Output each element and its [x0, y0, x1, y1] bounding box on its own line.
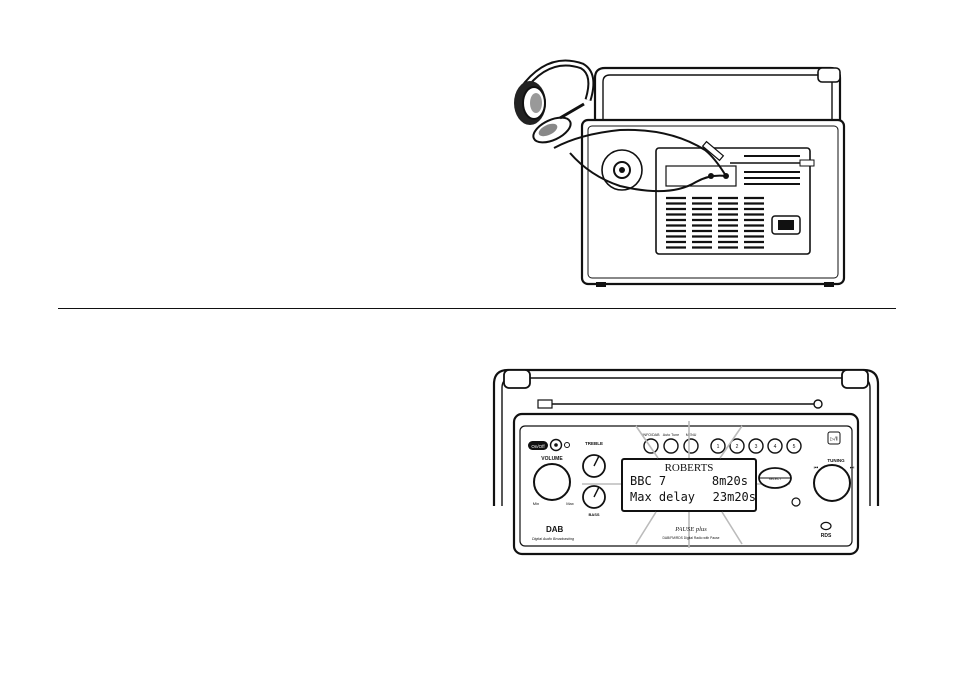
display-flash-rays — [582, 421, 790, 548]
rds-label: RDS — [821, 533, 832, 539]
preset-label-5: 5 — [793, 444, 796, 450]
display-station: BBC 7 — [630, 474, 666, 488]
display-brand: ROBERTS — [665, 462, 714, 474]
select-label: SELECT — [769, 477, 781, 481]
preset-button-2[interactable] — [729, 438, 745, 454]
display-time: 8m20s — [712, 474, 748, 488]
preset-button-1[interactable] — [710, 438, 726, 454]
bass-label: BASS — [588, 512, 599, 517]
menu-label: MENU — [686, 433, 697, 437]
svg-text:⏭: ⏭ — [850, 465, 855, 471]
preset-buttons: 1 2 3 4 5 — [710, 438, 802, 454]
preset-label-4: 4 — [774, 444, 777, 450]
dab-logo: DAB — [546, 525, 564, 534]
display-maxdelay-time: 23m20s — [713, 490, 756, 504]
model-caption: DAB/FM/RDS Digital Radio with Pause — [663, 536, 720, 540]
preset-button-5[interactable] — [786, 438, 802, 454]
preset-label-1: 1 — [717, 444, 720, 450]
preset-label-3: 3 — [755, 444, 758, 450]
preset-button-3[interactable] — [748, 438, 764, 454]
volume-label: VOLUME — [541, 456, 563, 462]
vol-max-label: Max — [566, 501, 574, 506]
svg-text:⏮: ⏮ — [814, 465, 819, 471]
preset-label-2: 2 — [736, 444, 739, 450]
radio-rear-headphones-illustration — [514, 59, 846, 287]
preset-button-4[interactable] — [767, 438, 783, 454]
onoff-label: On/Off — [531, 444, 545, 449]
model-name: PAUSE plus — [674, 526, 707, 533]
vol-min-label: Min — [533, 501, 539, 506]
treble-label: TREBLE — [585, 441, 603, 446]
play-pause-label: ▷/‖ — [830, 437, 837, 443]
info-label: INFO/DAB — [643, 433, 661, 437]
dab-caption: Digital Audio Broadcasting — [532, 537, 574, 541]
display-maxdelay-label: Max delay — [630, 490, 695, 504]
tuning-label: TUNING — [827, 458, 845, 463]
autotune-label: Auto Tune — [663, 433, 679, 437]
section-divider — [58, 308, 896, 309]
radio-front-illustration: On/Off VOLUME Min Max TREBLE BASS INFO/D… — [492, 368, 880, 556]
